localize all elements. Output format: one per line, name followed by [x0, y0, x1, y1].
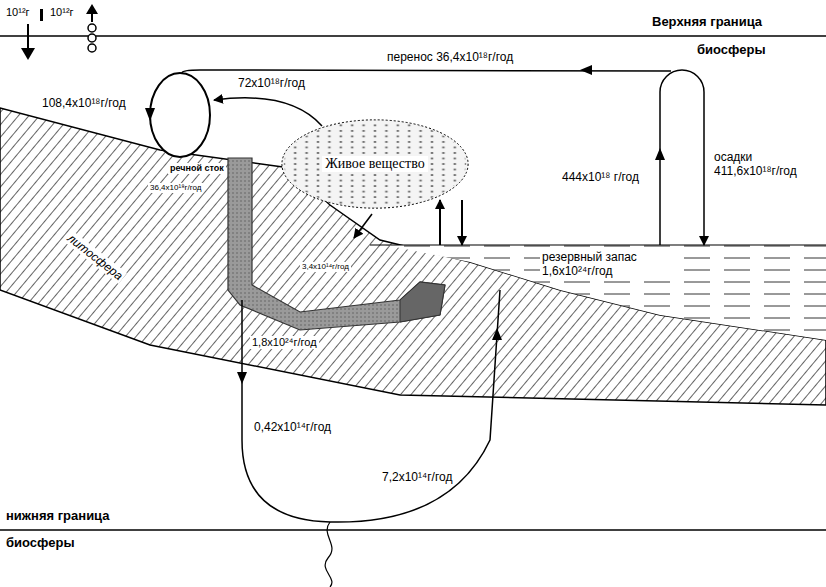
arrow-head	[237, 372, 247, 384]
flux-value: 444x10¹⁸ г/год	[560, 170, 641, 184]
lithosphere	[0, 108, 826, 405]
boundary-label: Верхняя граница	[650, 14, 764, 30]
exchange-arrow	[439, 200, 441, 245]
boundary-label: нижняя граница	[4, 508, 112, 524]
flux-value: 1,8x10²⁴г/год	[250, 336, 319, 349]
lower-boundary	[0, 529, 826, 531]
flux-label: осадки 411,6x10¹⁸г/год	[712, 150, 821, 179]
region-label: литосфера	[63, 230, 127, 285]
leader-arrow	[354, 214, 372, 238]
squiggle-line	[325, 522, 332, 587]
arrow-head	[86, 4, 98, 14]
flux-label: перенос 36,4x10¹⁸г/год	[385, 50, 515, 64]
evaporation-arrow	[214, 98, 322, 126]
bar-mark	[40, 9, 43, 21]
circle-mark	[88, 24, 96, 32]
arrow-head	[21, 48, 35, 60]
flux-value: 10¹²г	[4, 6, 32, 19]
ocean-ground	[385, 245, 826, 340]
circle-mark	[88, 44, 96, 52]
flux-value: 7,2x10¹⁴г/год	[380, 470, 454, 484]
exchange-arrow	[461, 200, 463, 245]
arrow-head	[655, 148, 665, 160]
flux-value: 10¹²г	[48, 6, 76, 19]
flux-value: 0,42x10¹⁴г/год	[252, 420, 333, 434]
flux-value: 72x10¹⁸г/год	[236, 76, 307, 90]
sea-surface	[370, 244, 826, 245]
land-cycle	[150, 73, 210, 157]
deep-cycle	[242, 290, 500, 522]
living-matter-cloud: Живое вещество	[280, 118, 470, 210]
flux-value: 36,4x10¹⁸г/год	[148, 183, 203, 193]
ocean	[385, 245, 826, 340]
upper-boundary	[0, 35, 826, 37]
reserve-label: резервный запас 1,6x10²⁴г/год	[540, 250, 674, 279]
arrow-head	[492, 328, 502, 340]
river-mouth	[400, 282, 445, 322]
node-text: Живое вещество	[322, 156, 427, 172]
flux-value: 3,4x10¹⁴г/год	[300, 262, 351, 272]
boundary-label: биосферы	[4, 535, 77, 551]
arrow-shaft	[27, 24, 29, 52]
transport-line	[182, 70, 671, 73]
arrow-head	[145, 108, 155, 121]
region-label: речной сток	[168, 163, 226, 174]
arrow-head	[580, 65, 592, 75]
circle-mark	[88, 34, 96, 42]
flux-value: 108,4x10¹⁸г/год	[40, 96, 128, 110]
boundary-label: биосферы	[695, 42, 768, 58]
ocean-cycle	[660, 70, 704, 245]
